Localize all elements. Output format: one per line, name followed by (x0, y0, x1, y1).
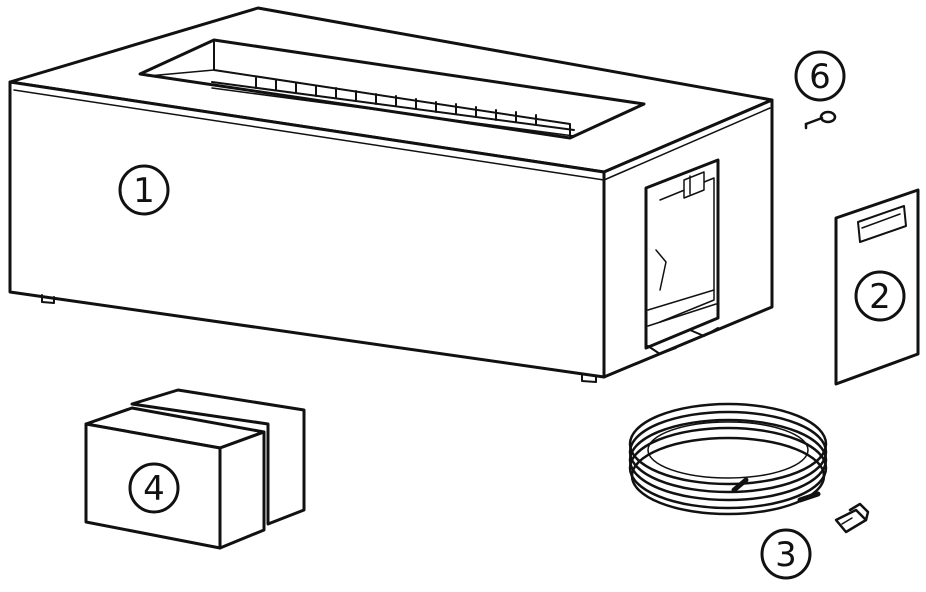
gas-hose-coil (628, 402, 828, 516)
regulator-fitting (834, 502, 870, 534)
svg-text:6: 6 (809, 57, 831, 97)
callout-1: 1 (118, 164, 170, 216)
callout-2: 2 (854, 270, 906, 322)
svg-text:1: 1 (133, 171, 155, 211)
burner-teeth (255, 77, 537, 126)
hardware-key (804, 110, 837, 130)
burner-opening (138, 38, 646, 140)
callout-3: 3 (760, 528, 812, 580)
callout-6: 6 (794, 50, 846, 102)
svg-text:4: 4 (143, 469, 165, 509)
lava-rock-boxes (84, 388, 306, 550)
svg-text:2: 2 (869, 277, 891, 317)
access-opening (644, 158, 720, 355)
svg-text:3: 3 (775, 535, 797, 575)
callout-4: 4 (128, 462, 180, 514)
fire-table-body (8, 6, 774, 383)
